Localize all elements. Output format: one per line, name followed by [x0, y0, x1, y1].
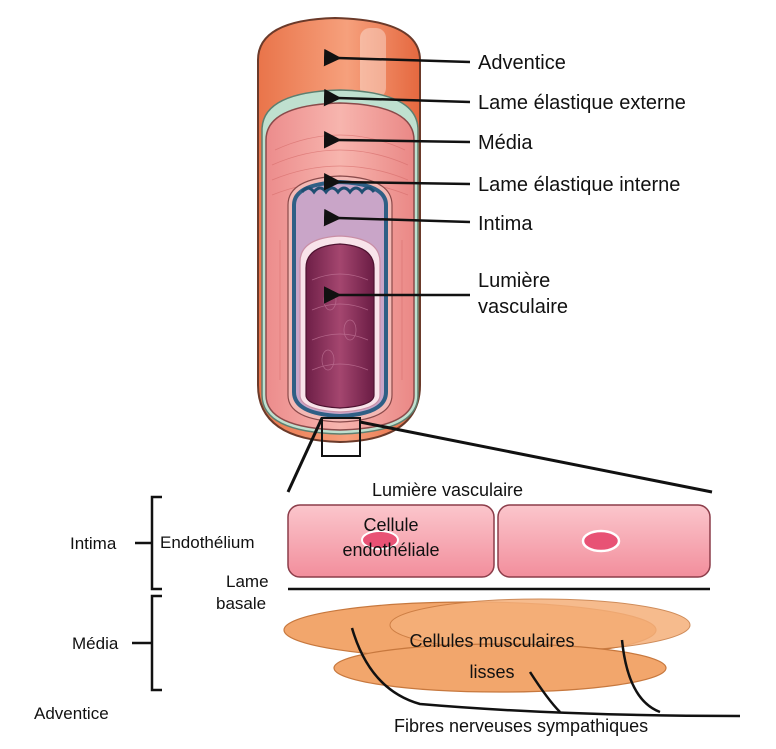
label-media: Média [478, 132, 533, 154]
adventice-highlight [360, 28, 386, 98]
label-lumiere-2: vasculaire [478, 296, 568, 318]
detail-label-lame-2: basale [216, 594, 266, 613]
label-muscle-1: Cellules musculaires [409, 631, 574, 651]
label-cellule-2: endothéliale [342, 540, 439, 560]
label-muscle-2: lisses [469, 662, 514, 682]
detail-view: Lumière vasculaire Cellule endothéliale … [34, 480, 740, 736]
detail-lumiere-label: Lumière vasculaire [372, 480, 523, 500]
detail-label-endothelium: Endothélium [160, 533, 255, 552]
label-intima: Intima [478, 213, 533, 235]
label-cellule-1: Cellule [363, 515, 418, 535]
vessel-illustration [258, 18, 712, 492]
label-fibres: Fibres nerveuses sympathiques [394, 716, 648, 736]
cell-nucleus-2 [583, 531, 619, 551]
detail-label-lame-1: Lame [226, 572, 269, 591]
intima-bracket [135, 497, 162, 589]
detail-label-adventice: Adventice [34, 704, 109, 723]
detail-label-media: Média [72, 634, 119, 653]
label-lumiere-1: Lumière [478, 270, 550, 292]
vascular-lumen [306, 244, 374, 408]
media-bracket [132, 596, 162, 690]
detail-label-intima: Intima [70, 534, 117, 553]
label-lame-interne: Lame élastique interne [478, 174, 680, 196]
label-lame-externe: Lame élastique externe [478, 92, 686, 114]
label-adventice: Adventice [478, 52, 566, 74]
